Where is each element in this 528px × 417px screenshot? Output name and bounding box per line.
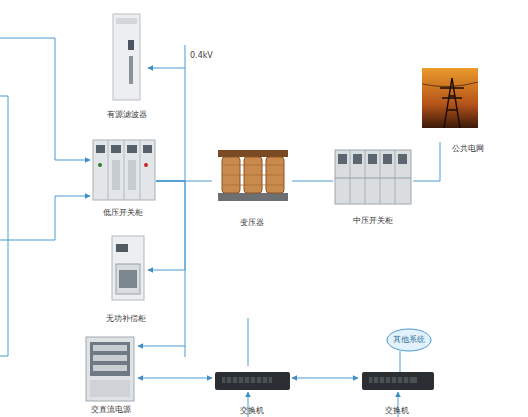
voltage-label: 0.4kV — [190, 51, 213, 60]
connector-line — [413, 142, 440, 181]
node-label: 中压开关柜 — [333, 216, 413, 226]
node-label: 无功补偿柜 — [104, 314, 148, 324]
mv-switchgear: 中压开关柜 — [333, 146, 413, 226]
node-label: 低压开关柜 — [90, 208, 156, 218]
compensation-cabinet: 无功补偿柜 — [104, 232, 148, 324]
power-supply-cabinet: 交直流电源 — [84, 335, 138, 415]
connector-line — [148, 181, 185, 270]
connector-line — [292, 181, 333, 182]
connector-line — [148, 68, 185, 181]
system-bubble: 其他系统 — [387, 329, 431, 351]
node-label: 交直流电源 — [84, 405, 138, 415]
public-grid: 公共电网 — [420, 66, 484, 154]
switchgear-cabinet: 低压开关柜 — [90, 138, 156, 218]
connector-line — [138, 378, 212, 379]
connector-line — [292, 378, 358, 379]
node-label: 交换机 — [212, 406, 292, 416]
network-switch: 交换机 — [212, 366, 292, 416]
node-label: 其他系统 — [387, 329, 431, 351]
node-label: 公共电网 — [420, 144, 484, 154]
connector-line — [156, 181, 212, 182]
node-label: 交换机 — [358, 406, 436, 416]
network-switch: 交换机 — [358, 366, 436, 416]
transformer: 变压器 — [212, 148, 292, 228]
node-label: 变压器 — [212, 218, 292, 228]
node-label: 有源滤波器 — [106, 110, 148, 120]
filter-cabinet: 有源滤波器 — [106, 12, 148, 120]
connector-line — [400, 351, 401, 372]
